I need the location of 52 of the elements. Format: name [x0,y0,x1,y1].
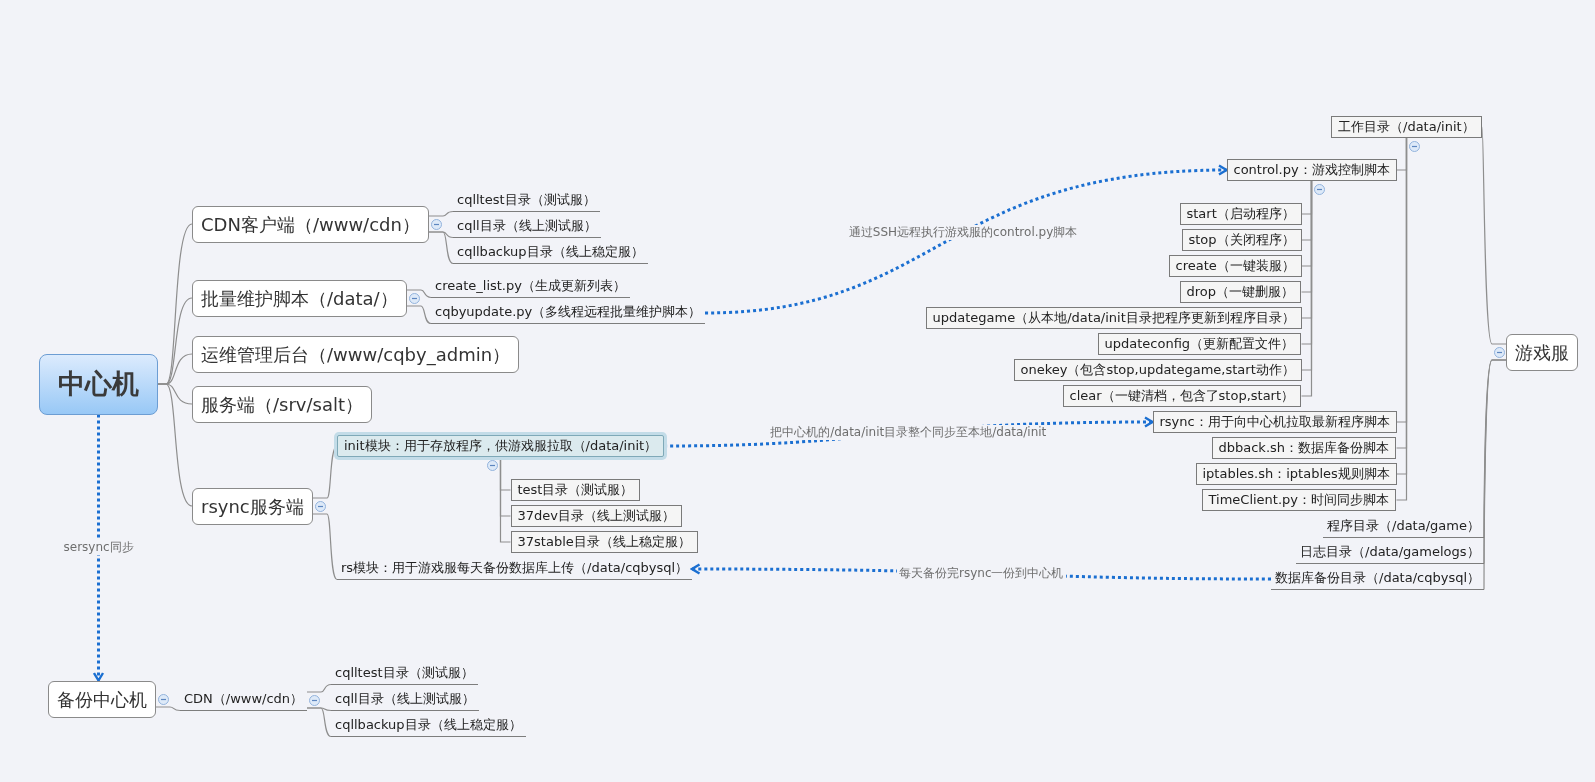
branch-line [1481,126,1507,345]
branch-line [406,305,432,325]
subtopic-box: 工作目录（/data/init） [1331,116,1482,138]
dotted-arrow [92,414,105,682]
subtopic-box: 37stable目录（线上稳定服） [510,531,698,553]
subtopic-box: onekey（包含stop,updategame,start动作） [1013,359,1302,381]
branch-line [406,289,432,299]
highlighted-subtopic-box: init模块：用于存放程序，供游戏服拉取（/data/init） [337,435,665,457]
subtopic-box: control.py：游戏控制脚本 [1226,159,1397,181]
subtopic-label: rs模块：用于游戏服每天备份数据库上传（/data/cqbysql） [337,558,693,580]
branch-line [157,383,193,507]
subtopic-label: 日志目录（/data/gamelogs） [1296,542,1484,564]
topic-box: 运维管理后台（/www/cqby_admin） [192,335,520,373]
subtopic-label: 程序目录（/data/game） [1323,516,1484,538]
subtopic-label: cqbyupdate.py（多线程远程批量维护脚本） [431,302,706,324]
subtopic-label: cqll目录（线上测试服） [453,216,601,238]
subtopic-label: cqlltest目录（测试服） [331,663,478,685]
subtopic-label: cqlltest目录（测试服） [453,190,600,212]
subtopic-label: CDN（/www/cdn） [180,689,308,711]
subtopic-label: cqll目录（线上测试服） [331,689,479,711]
subtopic-label: 数据库备份目录（/data/cqbysql） [1271,568,1485,590]
subtopic-box: updateconfig（更新配置文件） [1097,333,1302,355]
topic-box: 批量维护脚本（/data/） [192,279,407,317]
dotted-arrow [704,164,1228,315]
subtopic-box: stop（关闭程序） [1181,229,1302,251]
subtopic-box: drop（一键删服） [1179,281,1302,303]
branch-line [312,513,338,581]
subtopic-box: 37dev目录（线上测试服） [510,505,682,527]
branch-line [428,210,454,217]
topic-box: CDN客户端（/www/cdn） [192,205,429,243]
branch-line [306,683,332,693]
topic-box: 游戏服 [1506,333,1578,371]
subtopic-box: TimeClient.py：时间同步脚本 [1201,489,1397,511]
topic-box: 服务端（/srv/salt） [192,385,373,423]
branch-line [428,231,454,265]
subtopic-label: cqllbackup目录（线上稳定服） [453,242,648,264]
edge-label: sersync同步 [61,540,136,555]
subtopic-box: rsync：用于向中心机拉取最新程序脚本 [1152,411,1397,433]
branch-line [306,707,332,738]
subtopic-box: updategame（从本地/data/init目录把程序更新到程序目录） [925,307,1302,329]
topic-box: rsync服务端 [192,487,313,525]
subtopic-box: test目录（测试服） [510,479,641,501]
topic-box: 备份中心机 [48,680,156,718]
subtopic-label: cqllbackup目录（线上稳定服） [331,715,526,737]
branch-line [155,706,181,712]
subtopic-box: start（启动程序） [1179,203,1302,225]
subtopic-box: iptables.sh：iptables规则脚本 [1195,463,1397,485]
subtopic-box: create（一键装服） [1168,255,1302,277]
subtopic-label: create_list.py（生成更新列表） [431,276,630,298]
subtopic-box: dbback.sh：数据库备份脚本 [1211,437,1397,459]
central-topic-box: 中心机 [39,353,158,415]
subtopic-box: clear（一键清档，包含了stop,start） [1062,385,1302,407]
